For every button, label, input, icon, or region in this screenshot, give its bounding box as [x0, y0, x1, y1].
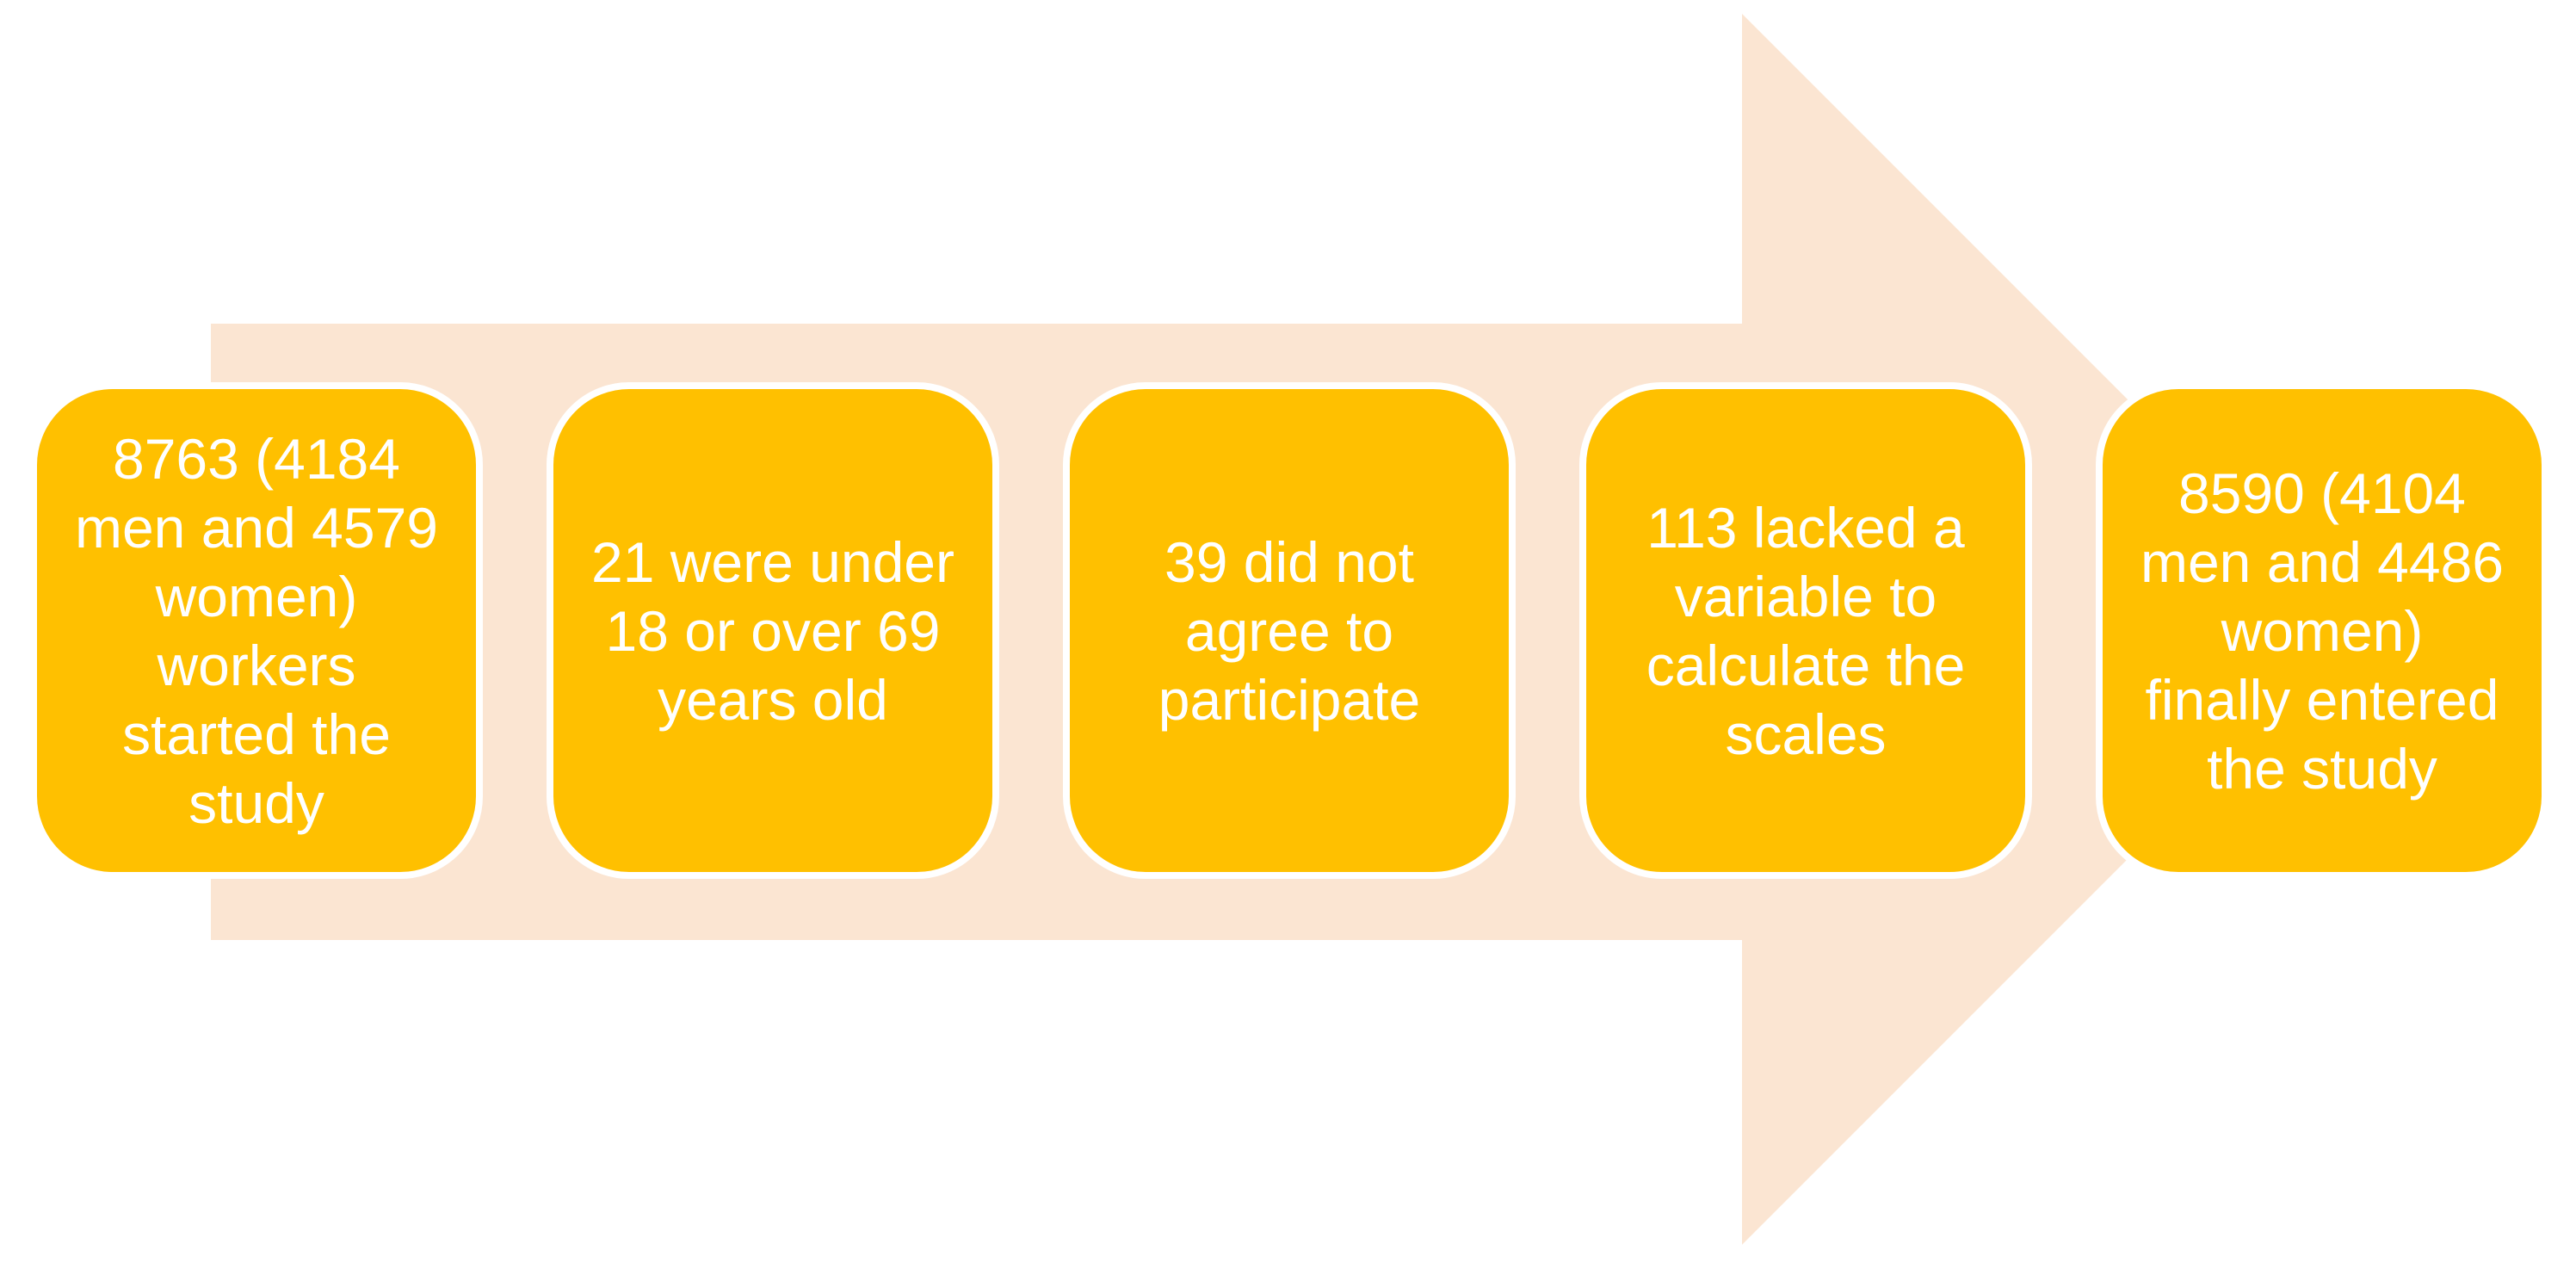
flow-step-text-4: 113 lacked a variable to calculate the s… [1646, 495, 1966, 766]
flow-step-box-5: 8590 (4104 men and 4486 women) finally e… [2096, 382, 2548, 879]
flow-step-text-1: 8763 (4184 men and 4579 women) workers s… [74, 426, 438, 835]
flow-step-box-2: 21 were under 18 or over 69 years old [547, 382, 999, 879]
flow-step-text-3: 39 did not agree to participate [1158, 529, 1421, 732]
flow-step-box-1: 8763 (4184 men and 4579 women) workers s… [30, 382, 483, 879]
flow-step-box-4: 113 lacked a variable to calculate the s… [1579, 382, 2032, 879]
flow-step-text-2: 21 were under 18 or over 69 years old [591, 529, 954, 732]
flow-step-text-5: 8590 (4104 men and 4486 women) finally e… [2140, 461, 2504, 801]
flow-step-box-3: 39 did not agree to participate [1063, 382, 1516, 879]
